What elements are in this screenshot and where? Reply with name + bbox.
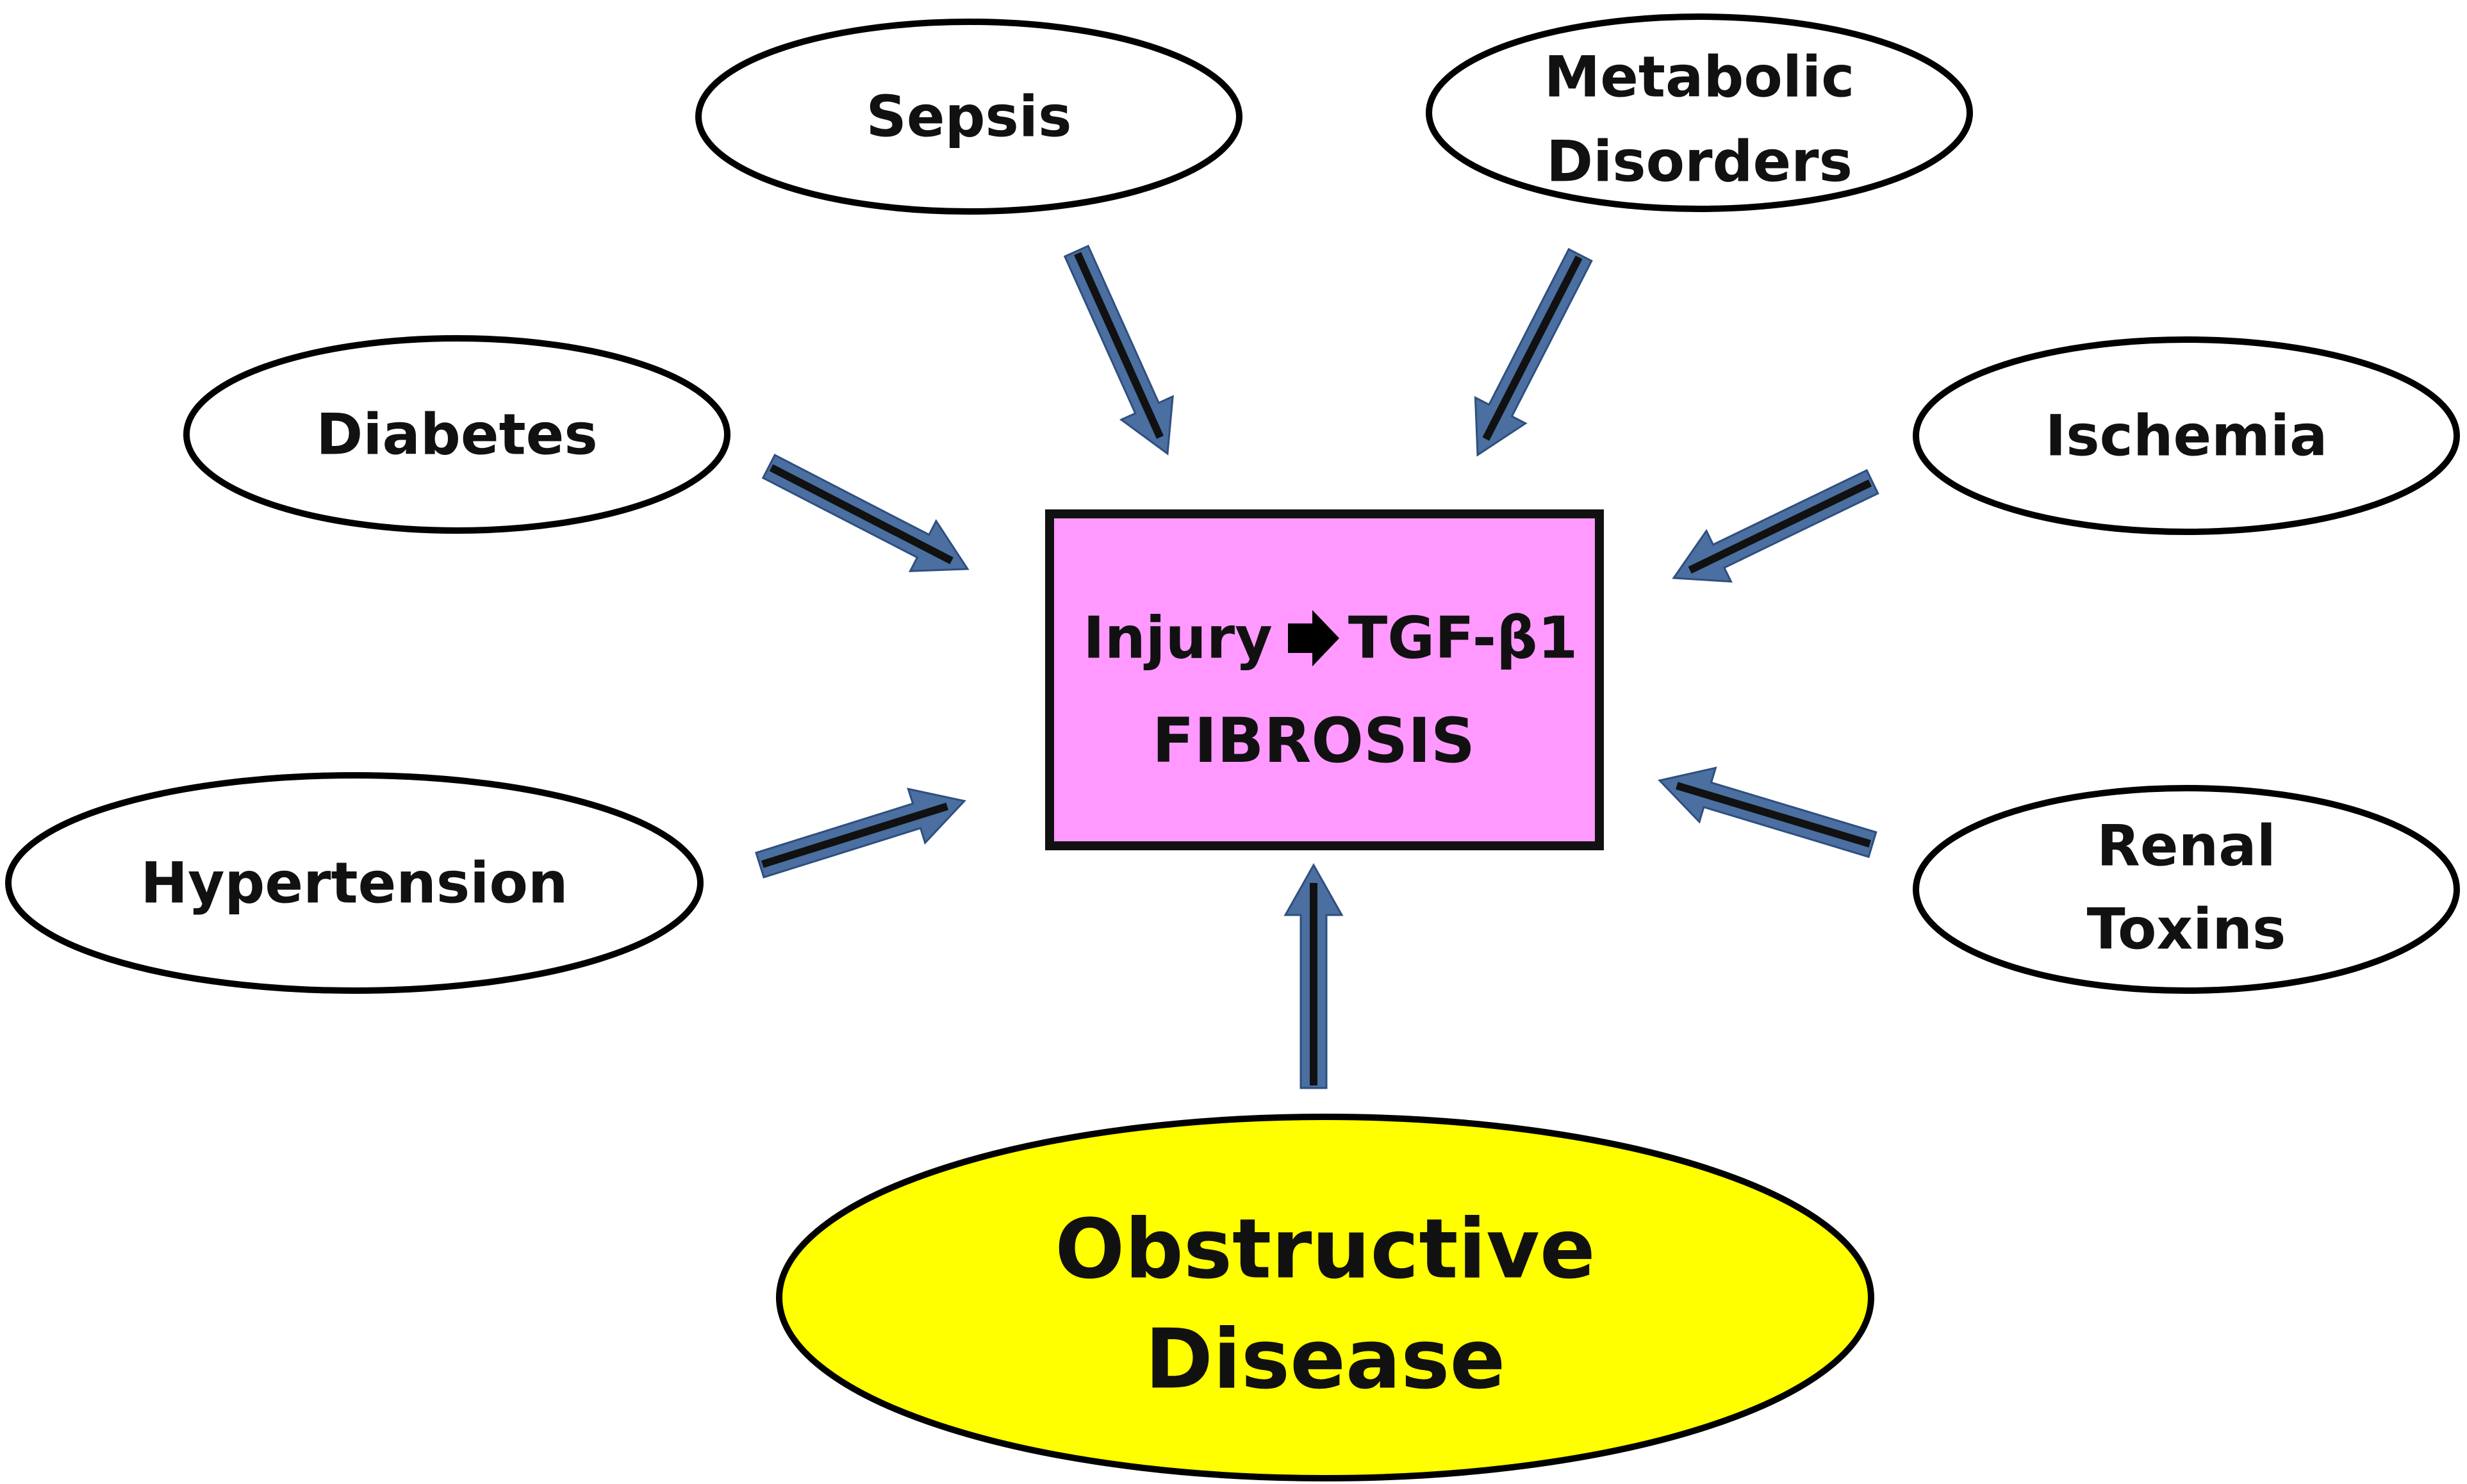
sepsis-label: Sepsis — [866, 84, 1072, 150]
sepsis-ellipse — [695, 19, 1242, 215]
fibrosis-box-rect — [1045, 509, 1604, 850]
arrow-obstructive — [1283, 862, 1344, 1089]
diabetes-node: Diabetes — [183, 335, 730, 534]
obstructive-label-line2: Disease — [1145, 1312, 1506, 1408]
arrow-diabetes — [761, 454, 969, 572]
metabolic-label-line1: Metabolic — [1544, 44, 1855, 110]
fibrosis-box: Injury TGF-β1 FIBROSIS — [1045, 509, 1604, 850]
obstructive-disease-node: Obstructive Disease — [776, 1114, 1874, 1481]
arrow-ischemia-core — [1688, 479, 1872, 574]
arrow-hypertension — [755, 787, 966, 878]
injury-label: Injury — [1083, 605, 1273, 672]
arrow-metabolic-core — [1482, 255, 1583, 441]
arrow-renal — [1658, 766, 1877, 859]
renal-toxins-node: Renal Toxins — [1913, 785, 2460, 994]
renal-toxins-ellipse — [1913, 785, 2460, 994]
renal-label-line2: Toxins — [2087, 896, 2286, 962]
diabetes-label: Diabetes — [316, 402, 597, 468]
arrows-group — [755, 244, 1879, 1089]
obstructive-disease-ellipse — [776, 1114, 1874, 1481]
ischemia-node: Ischemia — [1913, 336, 2460, 535]
fibrosis-label: FIBROSIS — [1152, 705, 1475, 777]
hypertension-ellipse — [5, 772, 704, 994]
tgf-beta1-label: TGF-β1 — [1348, 605, 1578, 672]
arrow-metabolic — [1474, 247, 1593, 457]
injury-arrow-icon — [1288, 610, 1339, 666]
sepsis-node: Sepsis — [695, 19, 1242, 215]
obstructive-label-line1: Obstructive — [1055, 1202, 1595, 1298]
arrow-hypertension-core — [761, 802, 949, 868]
ischemia-label: Ischemia — [2045, 403, 2328, 469]
arrow-sepsis — [1063, 244, 1174, 456]
hypertension-label: Hypertension — [140, 850, 568, 916]
hypertension-node: Hypertension — [5, 772, 704, 994]
metabolic-disorders-ellipse — [1426, 13, 1973, 212]
metabolic-disorders-node: Metabolic Disorders — [1426, 13, 1973, 212]
renal-label-line1: Renal — [2097, 813, 2276, 879]
diabetes-ellipse — [183, 335, 730, 534]
ischemia-ellipse — [1913, 336, 2460, 535]
arrow-sepsis-core — [1074, 252, 1164, 439]
arrow-ischemia — [1672, 468, 1879, 583]
metabolic-label-line2: Disorders — [1546, 129, 1852, 195]
arrow-renal-core — [1676, 782, 1871, 848]
arrow-diabetes-core — [769, 464, 953, 565]
